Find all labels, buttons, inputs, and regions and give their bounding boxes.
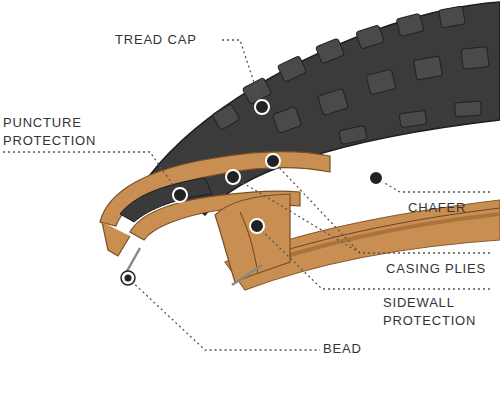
tread-knobs [212,6,489,144]
part-label: SIDEWALL PROTECTION [383,294,495,330]
part-label: CASING PLIES [386,260,498,278]
part-label: TREAD CAP [115,31,255,49]
part-label: BEAD [323,340,403,358]
part-label: PUNCTURE PROTECTION [3,114,113,150]
bead-wire [232,265,262,285]
part-label: CHAFER [408,199,498,217]
bead-wrap-left [102,222,130,256]
sidewall-cut [215,194,290,282]
callout-markers [121,100,383,285]
